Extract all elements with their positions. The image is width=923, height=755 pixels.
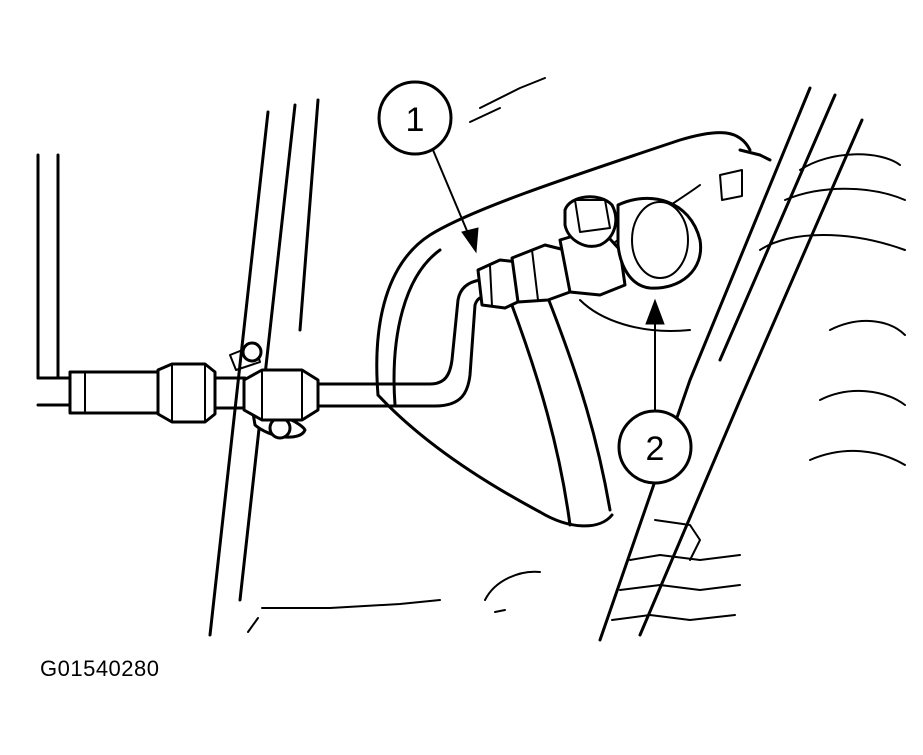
bracket-clamp bbox=[242, 368, 320, 422]
left-hose bbox=[36, 153, 162, 415]
mounting-bracket bbox=[208, 98, 320, 637]
left-hex-fitting bbox=[156, 362, 247, 424]
callout-1-label: 1 bbox=[406, 101, 425, 139]
right-structure bbox=[469, 77, 906, 642]
reservoir-body bbox=[375, 131, 752, 528]
fitting-assembly bbox=[476, 195, 703, 310]
figure-code: G01540280 bbox=[40, 656, 160, 681]
callout-2: 2 bbox=[617, 298, 693, 485]
callout-1: 1 bbox=[377, 80, 479, 254]
floor-lines bbox=[247, 570, 541, 633]
callout-2-label: 2 bbox=[646, 430, 665, 468]
brake-line bbox=[316, 278, 490, 408]
